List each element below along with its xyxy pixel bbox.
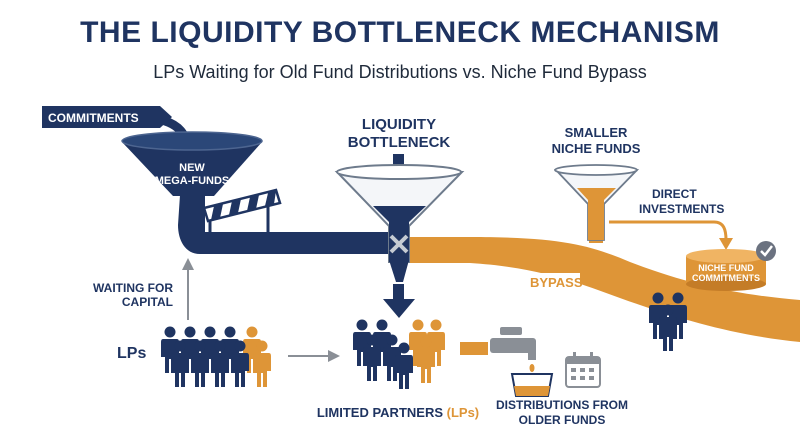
bypass-stream [405,237,800,342]
distribution-connector-bar [460,342,488,355]
smaller-niche-funds-label-1: SMALLER [565,125,628,140]
calendar-icon [565,352,601,388]
lps-down-arrow-shaft [393,284,404,302]
page-title: THE LIQUIDITY BOTTLENECK MECHANISM [80,16,720,49]
lps-label: LPs [117,345,146,362]
bottleneck-funnel-rim [336,164,462,180]
niche-fund-commitments-label-1: NICHE FUND [698,263,754,273]
direct-investments-arrowhead [719,238,733,250]
niche-funnel-fill [577,188,616,240]
niche-fund-commitments-cylinder [686,249,766,291]
lp-group-center [353,319,445,389]
lps-down-arrow-head [383,299,415,318]
lps-right-arrowhead [328,350,340,362]
commitments-label: COMMITMENTS [48,111,139,125]
x-mark-icon [389,234,409,254]
limited-partners-text: LIMITED PARTNERS [317,405,443,420]
liquidity-bottleneck-label-1: LIQUIDITY [362,116,436,133]
waiting-for-capital-label-1: WAITING FOR [93,281,173,295]
distributions-label-2: OLDER FUNDS [519,413,606,427]
distributions-label-1: DISTRIBUTIONS FROM [496,398,628,412]
waiting-for-capital-label-2: CAPITAL [122,295,173,309]
niche-funnel-rim [554,164,638,176]
faucet-icon [490,327,536,372]
mega-fund-pipe [178,195,390,254]
smaller-niche-funds-label-2: NICHE FUNDS [552,141,641,156]
liquidity-bottleneck-label-2: BOTTLENECK [348,134,451,151]
mega-fund-funnel-rim [121,131,263,151]
bypass-label: BYPASS [530,275,583,290]
limited-partners-lps-text: (LPs) [447,405,480,420]
new-mega-funds-label-2: MEGA-FUNDS [155,175,230,187]
waiting-up-arrowhead [182,258,194,270]
direct-investments-label-2: INVESTMENTS [639,202,724,216]
direct-investments-label-1: DIRECT [652,187,697,201]
limited-partners-label: LIMITED PARTNERS (LPs) [317,405,479,420]
bottleneck-spout [389,260,409,282]
direct-investments-arrow [609,220,728,241]
commitments-banner [42,106,172,128]
page-subtitle: LPs Waiting for Old Fund Distributions v… [153,62,647,82]
bucket-icon [510,373,554,397]
lp-group-left [161,326,271,387]
bypass-tag-bg [524,273,580,291]
new-mega-funds-label-1: NEW [179,162,205,174]
roadblock-icon [202,188,282,243]
bottleneck-funnel-fill [373,206,426,262]
niche-fund-commitments-label-2: COMMITMENTS [692,273,760,283]
checkmark-icon [756,241,776,261]
